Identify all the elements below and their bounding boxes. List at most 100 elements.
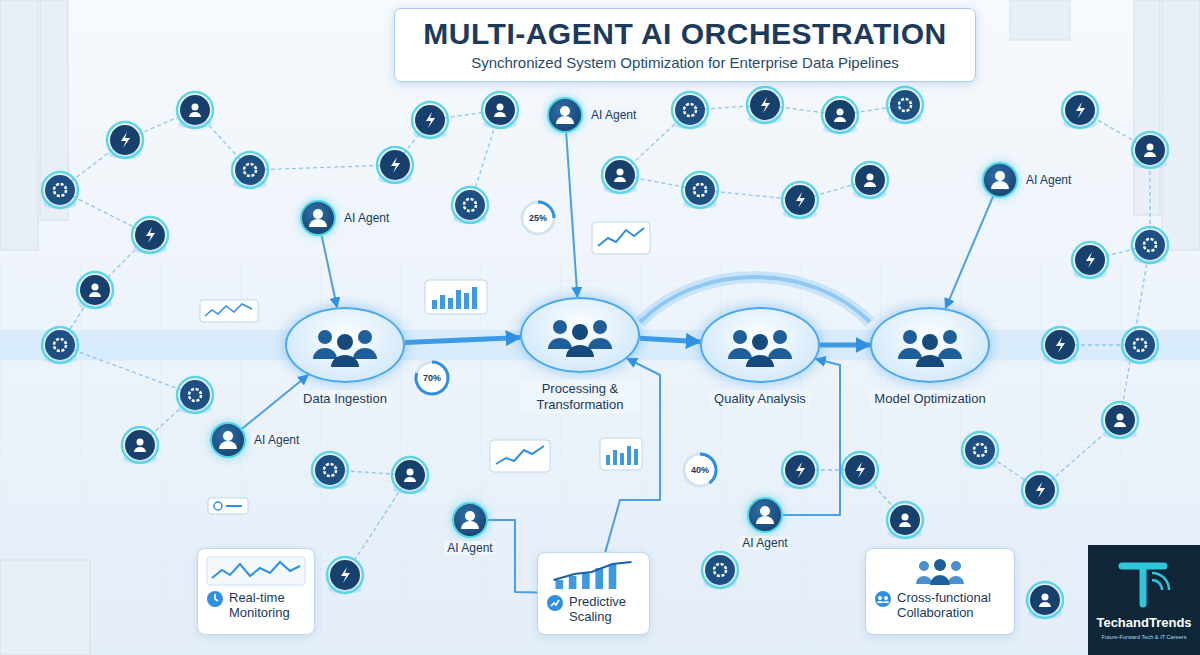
bolt-glyph (1036, 482, 1045, 498)
agent-connector (566, 133, 577, 297)
bolt-glyph (1086, 252, 1095, 268)
person-glyph (1042, 594, 1049, 601)
icon-glow (122, 427, 158, 463)
hub-circle (870, 307, 990, 383)
gear-glyph (714, 564, 726, 576)
icon-disc (785, 455, 815, 485)
agent-label: AI Agent (444, 541, 495, 555)
icon-glow (42, 327, 78, 363)
icon-disc (1135, 135, 1165, 165)
agent-node: AI Agent (300, 200, 392, 236)
icon-disc (80, 275, 110, 305)
bolt-glyph (121, 132, 130, 148)
title-text: MULTI-AGENT AI ORCHESTRATION (423, 17, 946, 51)
hub-circle (700, 307, 820, 383)
card-chart (874, 556, 1006, 586)
agent-node: AI Agent (210, 422, 302, 458)
person-glyph (1117, 414, 1124, 421)
card-row: Predictive Scaling (546, 594, 641, 624)
agent-label: AI Agent (1023, 173, 1074, 187)
bolt-glyph (796, 462, 805, 478)
agent-connector (783, 359, 840, 515)
icon-disc (415, 105, 445, 135)
agent-label: AI Agent (341, 211, 392, 225)
stage-hub: Model Optimization (870, 307, 990, 408)
icon-glow (887, 502, 923, 538)
person-glyph (899, 522, 911, 527)
icon-glow (327, 557, 363, 593)
gear-glyph (694, 184, 706, 196)
card-icon (874, 590, 892, 612)
percent-label: 40% (691, 465, 709, 475)
feature-card: Cross-functional Collaboration (865, 548, 1015, 635)
person-glyph (1114, 422, 1126, 427)
icon-disc (315, 455, 345, 485)
icon-glow (822, 97, 858, 133)
person-glyph (494, 112, 506, 117)
watermark-text: TechandTrends (1096, 615, 1191, 630)
bolt-glyph (146, 227, 155, 243)
feature-card: Real-time Monitoring (197, 548, 315, 635)
icon-disc (395, 460, 425, 490)
card-text: Real-time Monitoring (229, 590, 306, 620)
link-line (60, 345, 195, 395)
icon-glow (1122, 327, 1158, 363)
icon-glow (377, 147, 413, 183)
subtitle-text: Synchronized System Optimization for Ent… (423, 53, 946, 72)
bolt-glyph (856, 462, 865, 478)
gear-glyph (1144, 239, 1156, 251)
link-line (60, 190, 150, 235)
card-label: Real-time Monitoring (229, 590, 306, 620)
person-glyph (89, 292, 101, 297)
gear-glyph (324, 464, 336, 476)
percent-label: 25% (529, 213, 547, 223)
icon-disc (45, 175, 75, 205)
agent-connector (946, 197, 993, 309)
agent-icon (982, 162, 1018, 198)
icon-disc (750, 90, 780, 120)
hub-circle (285, 307, 405, 383)
icon-glow (132, 217, 168, 253)
person-glyph (902, 514, 909, 521)
icon-glow (782, 182, 818, 218)
agent-label: AI Agent (588, 108, 639, 122)
gear-glyph (54, 184, 66, 196)
percent-rings (416, 202, 716, 486)
icon-glow (482, 92, 518, 128)
icon-disc (605, 160, 635, 190)
icon-glow (452, 187, 488, 223)
agent-icon (547, 97, 583, 133)
watermark-logo (1088, 545, 1200, 655)
icon-glow (1022, 472, 1058, 508)
icon-glow (842, 452, 878, 488)
icon-disc (180, 95, 210, 125)
percent-label: 70% (423, 373, 441, 383)
icon-glow (77, 272, 113, 308)
agent-connector (488, 520, 537, 592)
hub-circle (520, 297, 640, 373)
person-glyph (407, 469, 414, 476)
agent-node: AI Agent (982, 162, 1074, 198)
agent-label: AI Agent (251, 433, 302, 447)
icon-glow (232, 152, 268, 188)
icon-disc (965, 435, 995, 465)
icon-disc (45, 330, 75, 360)
icon-disc (1045, 330, 1075, 360)
person-glyph (617, 169, 624, 176)
icon-disc (845, 455, 875, 485)
icon-glow (1072, 242, 1108, 278)
person-glyph (404, 477, 416, 482)
icon-glow (177, 92, 213, 128)
pipeline-arrow (405, 338, 520, 343)
person-glyph (137, 439, 144, 446)
bolt-glyph (761, 97, 770, 113)
icon-disc (685, 175, 715, 205)
floor-grid (0, 260, 1200, 655)
person-glyph (834, 117, 846, 122)
card-text: Cross-functional Collaboration (897, 590, 1006, 620)
icon-glow (1027, 582, 1063, 618)
card-text: Predictive Scaling (569, 594, 641, 624)
icon-disc (1030, 585, 1060, 615)
person-glyph (614, 177, 626, 182)
